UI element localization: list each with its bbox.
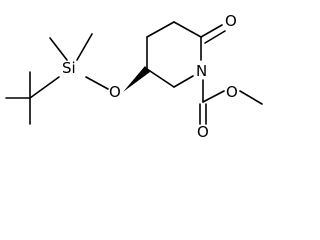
- si-to-oxygen-bond: [85, 76, 109, 90]
- ring-bond-c4-c5: [146, 21, 175, 38]
- si-methyl-bond-right: [76, 33, 93, 61]
- si-methyl-bond-left: [49, 37, 68, 61]
- carbamate-to-methoxy-bond: [202, 90, 225, 103]
- methoxy-oxygen-label: O: [226, 83, 238, 101]
- ring-bond-c5-c6: [173, 21, 202, 38]
- lactam-carbonyl-bond-1: [200, 24, 223, 38]
- si-atom-label: Si: [62, 59, 76, 77]
- lactam-carbonyl-bond-2: [204, 30, 226, 44]
- methoxy-methyl-bond: [239, 90, 263, 105]
- carbonyl-oxygen-label: O: [197, 123, 209, 138]
- molecule-structure-diagram: Si O N O O O: [5, 12, 263, 138]
- ether-oxygen-label: O: [109, 83, 121, 101]
- ring-nitrogen-label: N: [196, 62, 207, 80]
- stereo-wedge-bond: [123, 66, 150, 92]
- ring-bond-n-c2: [173, 75, 194, 88]
- ring-bond-c2-c3: [146, 68, 175, 88]
- lactam-oxygen-label: O: [225, 12, 237, 30]
- tbutyl-to-si-bond: [29, 76, 60, 99]
